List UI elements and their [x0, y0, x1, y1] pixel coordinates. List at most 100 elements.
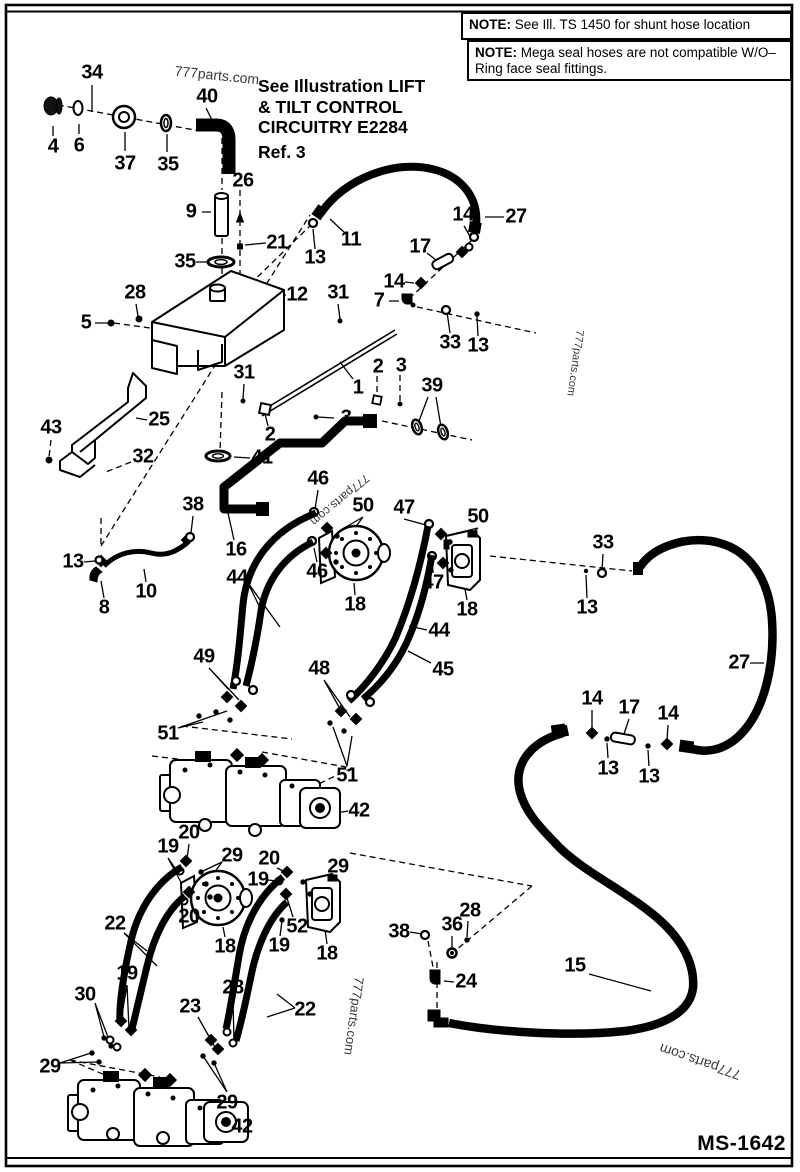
callout-35-4: 35: [157, 153, 179, 176]
hoses-22-right-pair: [222, 874, 290, 1042]
callout-51-56: 51: [336, 764, 358, 787]
reference-note-line: CIRCUITRY E2284: [258, 117, 408, 138]
callout-21-8: 21: [266, 231, 288, 254]
elbow-hose-40: [196, 118, 236, 174]
fitting-cluster-23-28-29-bottom-right: [200, 1027, 238, 1066]
fittings-11-14-17-7-33-13: [307, 217, 480, 317]
callout-33-21: 33: [439, 331, 461, 354]
callout-14-59: 14: [657, 702, 679, 725]
callout-31-15: 31: [327, 281, 349, 304]
hose-27-right: [583, 535, 777, 755]
tie-rod-1-2-3: [240, 318, 403, 420]
callout-29-86: 29: [216, 1091, 238, 1114]
callout-50-42: 50: [467, 505, 489, 528]
callout-18-44: 18: [344, 593, 366, 616]
callout-43-32: 43: [40, 416, 62, 439]
callout-9-6: 9: [185, 200, 197, 223]
fitting-cluster-49: [196, 675, 259, 723]
callout-44-51: 44: [428, 619, 450, 642]
fitting-cluster-30-29-bottom-left: [89, 1014, 138, 1065]
callout-13-48: 13: [576, 596, 598, 619]
page-border: [4, 3, 794, 1168]
callout-45-52: 45: [432, 658, 454, 681]
callout-19-64: 19: [157, 835, 179, 858]
callout-28-10: 28: [124, 281, 146, 304]
reference-note-ref: Ref. 3: [258, 141, 306, 162]
callout-32-33: 32: [132, 445, 154, 468]
callout-19-71: 19: [268, 934, 290, 957]
callout-26-7: 26: [232, 169, 254, 192]
reference-note-line: & TILT CONTROL: [258, 96, 403, 117]
callout-1-26: 1: [352, 376, 364, 399]
callout-20-63: 20: [178, 821, 200, 844]
note-text: Mega seal hoses are not compatible W/O–R…: [475, 45, 776, 76]
tube-9-and-small-parts: [206, 192, 245, 269]
callout-13-14: 13: [304, 246, 326, 269]
callout-7-16: 7: [373, 289, 385, 312]
callout-29-80: 29: [39, 1055, 61, 1078]
callout-27-18: 27: [505, 205, 527, 228]
callout-5-11: 5: [80, 311, 92, 334]
callout-24-84: 24: [455, 970, 477, 993]
callout-50-40: 50: [352, 494, 374, 517]
callout-40-5: 40: [196, 85, 218, 108]
callout-22-74: 22: [104, 912, 126, 935]
hose-10-fittings-8-13-38: [89, 531, 196, 583]
support-bracket-25: [45, 372, 147, 478]
callout-18-70: 18: [214, 935, 236, 958]
callout-13-22: 13: [467, 334, 489, 357]
callout-14-57: 14: [581, 687, 603, 710]
callout-18-46: 18: [456, 598, 478, 621]
callout-6-2: 6: [73, 134, 85, 157]
callout-38-81: 38: [388, 920, 410, 943]
callout-19-75: 19: [116, 962, 138, 985]
callout-41-30: 41: [251, 446, 273, 469]
callout-2-24: 2: [372, 355, 384, 378]
callout-3-25: 3: [395, 354, 407, 377]
callout-46-43: 46: [306, 560, 328, 583]
hoses-44-45-left-pair: [229, 509, 318, 690]
callout-38-34: 38: [182, 493, 204, 516]
note-text: See Ill. TS 1450 for shunt hose location: [511, 17, 751, 32]
callout-46-39: 46: [307, 467, 329, 490]
callout-31-23: 31: [233, 361, 255, 384]
fittings-38-36-24: [419, 929, 470, 1028]
pump-assembly-42-bottom: [67, 1067, 249, 1147]
fitting-row-14-17-14: [550, 723, 695, 754]
hose-16: [219, 414, 377, 516]
callout-29-68: 29: [327, 855, 349, 878]
callout-33-47: 33: [592, 531, 614, 554]
callout-20-66: 20: [258, 847, 280, 870]
pump-assembly-42-middle: [159, 747, 341, 837]
callout-4-1: 4: [47, 135, 59, 158]
seal-41: [204, 449, 232, 463]
callout-30-77: 30: [74, 983, 96, 1006]
note-box-shunt-hose: NOTE: See Ill. TS 1450 for shunt hose lo…: [461, 12, 792, 40]
callout-11-13: 11: [340, 228, 362, 251]
hose-27-top: [311, 162, 482, 234]
callout-8-37: 8: [98, 596, 110, 619]
callout-13-60: 13: [597, 757, 619, 780]
callout-18-73: 18: [316, 942, 338, 965]
callout-44-50: 44: [226, 566, 248, 589]
note-box-mega-seal: NOTE: Mega seal hoses are not compatible…: [467, 40, 792, 81]
callout-35-9: 35: [174, 250, 196, 273]
reference-note: See Illustration LIFT & TILT CONTROL CIR…: [258, 76, 448, 163]
callout-17-19: 17: [409, 235, 431, 258]
callout-25-31: 25: [148, 408, 170, 431]
note-label: NOTE:: [469, 17, 511, 32]
fitting-cluster-19-20-29-52-right: [274, 865, 313, 923]
callout-14-20: 14: [383, 270, 405, 293]
callout-15-85: 15: [564, 954, 586, 977]
callout-17-58: 17: [618, 696, 640, 719]
callout-39-27: 39: [421, 374, 443, 397]
callout-49-53: 49: [193, 645, 215, 668]
callout-10-36: 10: [135, 580, 157, 603]
hoses-22-left-pair: [116, 863, 188, 1030]
callout-14-17: 14: [452, 203, 474, 226]
callout-36-82: 36: [441, 913, 463, 936]
callout-28-76: 28: [222, 976, 244, 999]
callout-3-28: 3: [340, 406, 352, 429]
